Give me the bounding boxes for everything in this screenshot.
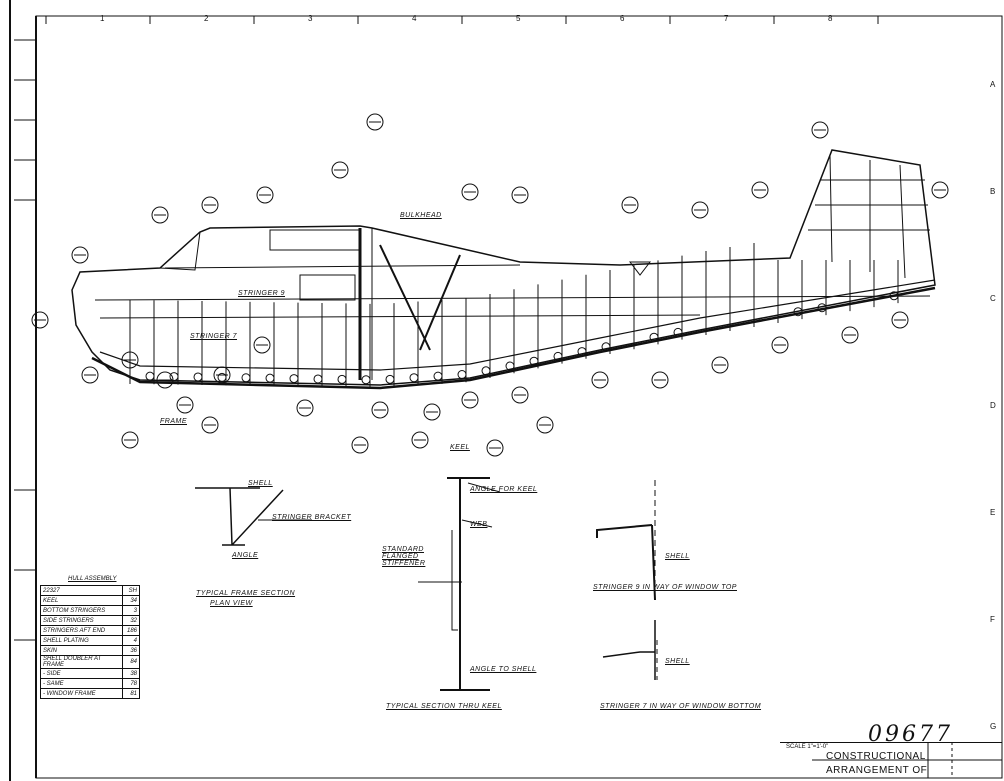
- grid-row-label: B: [990, 187, 995, 196]
- callout-frame: FRAME: [160, 418, 187, 425]
- stringer-9-shell-label: SHELL: [665, 553, 690, 560]
- lightening-hole: [434, 372, 442, 380]
- grid-column-label: 8: [828, 14, 832, 23]
- frame-section-subtitle: PLAN VIEW: [210, 600, 253, 607]
- grid-column-label: 6: [620, 14, 624, 23]
- grid-row-label: F: [990, 615, 995, 624]
- frame-stringer-label: STRINGER BRACKET: [272, 514, 351, 521]
- lightening-hole: [170, 373, 178, 381]
- legend-item: STRINGERS AFT END: [41, 626, 123, 636]
- legend-row: STRINGERS AFT END186: [41, 626, 140, 636]
- stringer-7-title: STRINGER 7 IN WAY OF WINDOW BOTTOM: [600, 703, 761, 710]
- legend-number: 36: [123, 646, 140, 656]
- legend-row: SHELL PLATING4: [41, 636, 140, 646]
- legend-item: - WINDOW FRAME: [41, 689, 123, 699]
- legend-number: 81: [123, 689, 140, 699]
- title-line-2: ARRANGEMENT OF: [826, 765, 927, 776]
- legend-row: - SIDE38: [41, 669, 140, 679]
- legend-row: SHELL DOUBLER AT FRAME84: [41, 656, 140, 669]
- frame-section: [195, 488, 283, 545]
- lightening-hole: [386, 375, 394, 383]
- lightening-hole: [410, 374, 418, 382]
- legend-row: SKIN36: [41, 646, 140, 656]
- legend-row: BOTTOM STRINGERS3: [41, 606, 140, 616]
- sheet-border: [36, 16, 1002, 778]
- keel-web-label: WEB: [470, 521, 487, 528]
- lightening-hole: [458, 371, 466, 379]
- legend-number: 78: [123, 679, 140, 689]
- grid-column-label: 2: [204, 14, 208, 23]
- legend-row: KEEL34: [41, 596, 140, 606]
- lightening-hole: [290, 375, 298, 383]
- legend-number: 4: [123, 636, 140, 646]
- legend-number: 84: [123, 656, 140, 669]
- legend-number: 186: [123, 626, 140, 636]
- legend-item: BOTTOM STRINGERS: [41, 606, 123, 616]
- legend-item: SKIN: [41, 646, 123, 656]
- legend-item: - SAME: [41, 679, 123, 689]
- callout-stringer-7: STRINGER 7: [190, 333, 237, 340]
- keel-section: [440, 478, 490, 690]
- legend-item: KEEL: [41, 596, 123, 606]
- frame-angle-label: ANGLE: [232, 552, 258, 559]
- grid-column-label: 1: [100, 14, 104, 23]
- grid-column-label: 5: [516, 14, 520, 23]
- legend-item: 22327: [41, 586, 123, 596]
- legend-item: SHELL PLATING: [41, 636, 123, 646]
- grid-row-label: G: [990, 722, 996, 731]
- lightening-hole: [314, 375, 322, 383]
- stringer-7-shell-label: SHELL: [665, 658, 690, 665]
- keel-bottom-label: ANGLE TO SHELL: [470, 666, 536, 673]
- legend-row: - SAME78: [41, 679, 140, 689]
- title-line-1: CONSTRUCTIONAL: [826, 751, 926, 762]
- legend-row: - WINDOW FRAME81: [41, 689, 140, 699]
- callout-stringer-9: STRINGER 9: [238, 290, 285, 297]
- lightening-hole: [242, 374, 250, 382]
- legend-number: SH: [123, 586, 140, 596]
- grid-column-label: 4: [412, 14, 416, 23]
- legend-item: - SIDE: [41, 669, 123, 679]
- frame-shell-label: SHELL: [248, 480, 273, 487]
- parts-legend: 22327SHKEEL34BOTTOM STRINGERS3SIDE STRIN…: [40, 585, 140, 699]
- frame-section-title: TYPICAL FRAME SECTION: [196, 590, 295, 597]
- legend-number: 38: [123, 669, 140, 679]
- keel-stiffener-label: STANDARD FLANGED STIFFENER: [382, 546, 444, 567]
- stringer-9-title: STRINGER 9 IN WAY OF WINDOW TOP: [593, 584, 737, 591]
- keel-top-label: ANGLE FOR KEEL: [470, 486, 537, 493]
- title-block: CONSTRUCTIONAL ARRANGEMENT OF: [780, 742, 1002, 781]
- lightening-hole: [146, 372, 154, 380]
- legend-row: 22327SH: [41, 586, 140, 596]
- legend-number: 3: [123, 606, 140, 616]
- lightening-hole: [338, 375, 346, 383]
- legend-number: 34: [123, 596, 140, 606]
- legend-number: 32: [123, 616, 140, 626]
- legend-item: SIDE STRINGERS: [41, 616, 123, 626]
- grid-row-label: D: [990, 401, 996, 410]
- lightening-hole: [362, 376, 370, 384]
- keel-band: [100, 280, 935, 370]
- grid-column-label: 3: [308, 14, 312, 23]
- callout-keel: KEEL: [450, 444, 470, 451]
- grid-column-label: 7: [724, 14, 728, 23]
- lightening-hole: [482, 367, 490, 375]
- legend-row: SIDE STRINGERS32: [41, 616, 140, 626]
- grid-row-label: C: [990, 294, 996, 303]
- legend-item: SHELL DOUBLER AT FRAME: [41, 656, 123, 669]
- grid-row-label: E: [990, 508, 995, 517]
- lightening-hole: [266, 374, 274, 382]
- keel-section-title: TYPICAL SECTION THRU KEEL: [386, 703, 502, 710]
- legend-title: HULL ASSEMBLY: [68, 576, 116, 582]
- callout-bulkhead: BULKHEAD: [400, 212, 442, 219]
- stringer-7-section: [603, 620, 655, 680]
- grid-row-label: A: [990, 80, 995, 89]
- lightening-hole: [194, 373, 202, 381]
